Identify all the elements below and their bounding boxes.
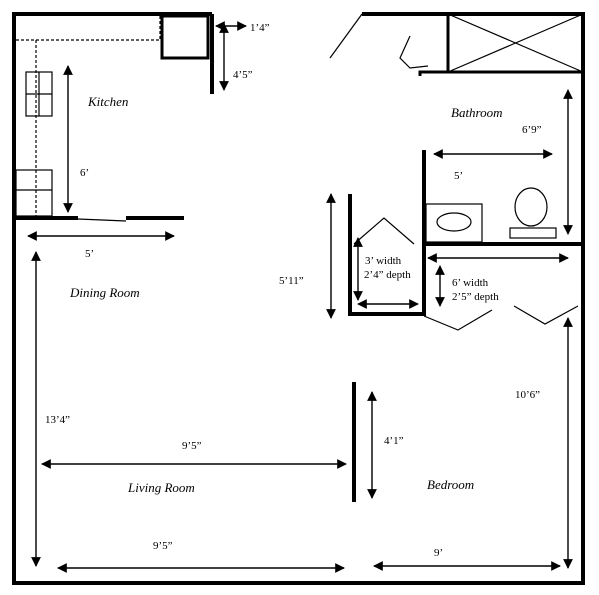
dim-bedroom-width: 9’	[434, 547, 443, 559]
dim-closet2-depth: 2’5” depth	[452, 291, 499, 303]
stove-icon	[25, 71, 53, 117]
dim-bathroom-width: 5’	[454, 170, 463, 182]
dim-closet1-depth: 2’4” depth	[364, 269, 411, 281]
dim-living-width-lower: 9’5”	[153, 540, 173, 552]
kitchen-label: Kitchen	[87, 94, 128, 109]
dim-bathroom-height: 6’9”	[522, 124, 542, 136]
dim-kitchen-wall-width: 1’4”	[250, 22, 270, 34]
bathroom-walls	[348, 150, 585, 316]
dining-room-label: Dining Room	[69, 285, 140, 300]
dim-bedroom-height: 10’6”	[515, 389, 540, 401]
dim-closet2-width: 6’ width	[452, 277, 489, 289]
fridge	[160, 14, 210, 60]
dimension-arrows	[27, 21, 573, 573]
kitchen-counters	[15, 16, 161, 217]
dim-living-height: 13’4”	[45, 414, 70, 426]
dim-hall-length: 5’11”	[279, 275, 304, 287]
dim-closet1-width: 3’ width	[365, 255, 402, 267]
dim-kitchen-depth: 6’	[80, 167, 89, 179]
dim-kitchen-width: 5’	[85, 248, 94, 260]
dim-bedroom-wall-length: 4’1”	[384, 435, 404, 447]
shower-icon	[446, 12, 585, 74]
dim-kitchen-wall-length: 4’5”	[233, 69, 253, 81]
toilet-icon	[509, 187, 557, 239]
kitchen-walls	[14, 14, 214, 222]
living-room-label: Living Room	[127, 480, 195, 495]
bathroom-sink-fixture	[399, 16, 450, 76]
closet-doors	[353, 217, 579, 331]
entry-door	[329, 13, 363, 59]
dim-living-width-upper: 9’5”	[182, 440, 202, 452]
bedroom-label: Bedroom	[427, 477, 474, 492]
sink-icon	[425, 203, 483, 243]
bathroom-label: Bathroom	[451, 105, 503, 120]
